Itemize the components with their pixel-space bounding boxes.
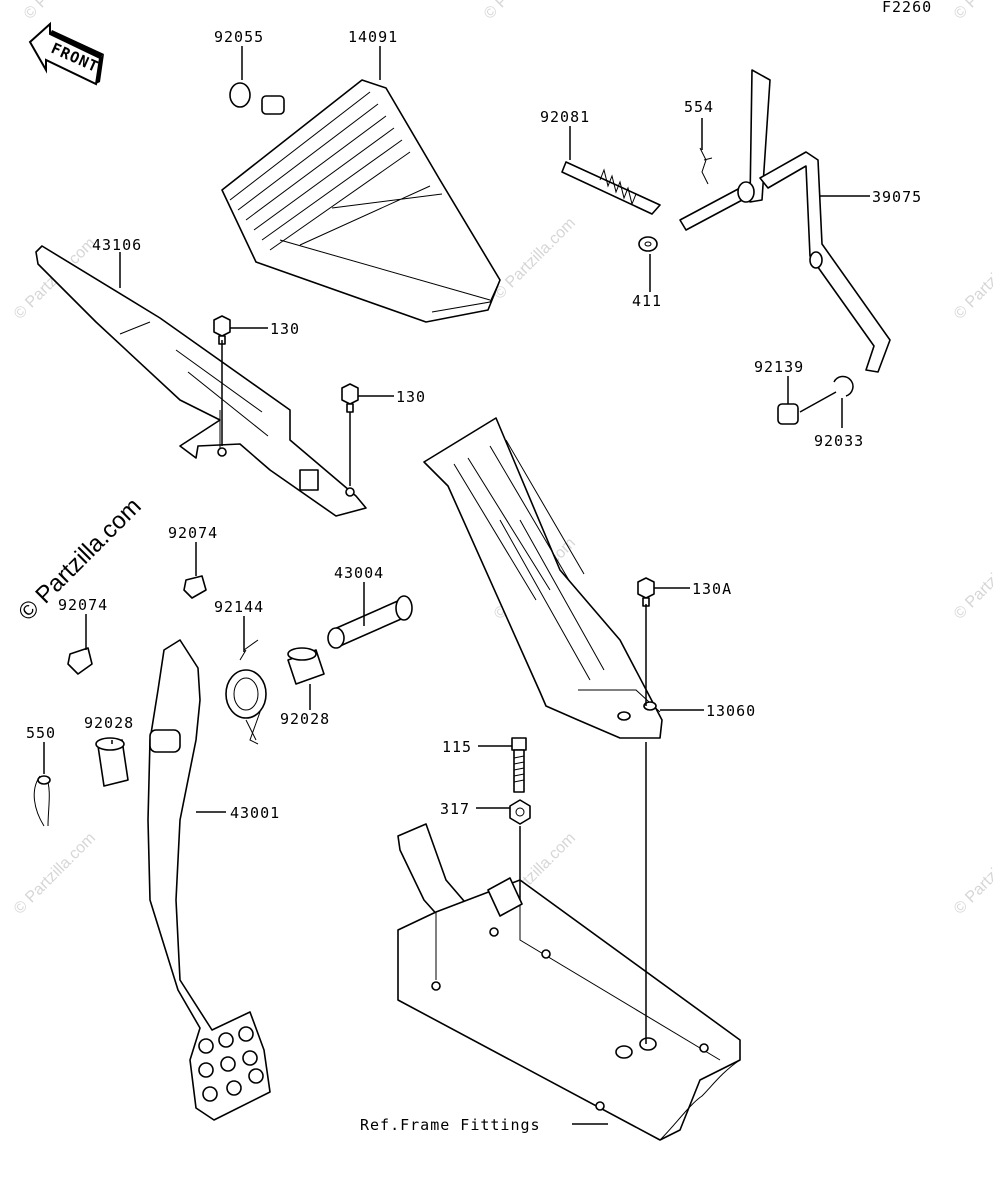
- bushing-92028-a: [287, 647, 325, 685]
- label-39075: 39075: [872, 188, 922, 206]
- label-130-b: 130: [396, 388, 426, 406]
- watermark: © Partzilla.com: [21, 0, 109, 23]
- hand-lever-43106: [35, 245, 367, 517]
- label-92055: 92055: [214, 28, 264, 46]
- label-115: 115: [442, 738, 472, 756]
- label-92139: 92139: [754, 358, 804, 376]
- label-14091: 14091: [348, 28, 398, 46]
- label-43004: 43004: [334, 564, 384, 582]
- o-ring-92055: [229, 82, 251, 108]
- grommet-92074-a: [183, 575, 207, 599]
- label-411: 411: [632, 292, 662, 310]
- label-92081: 92081: [540, 108, 590, 126]
- label-92144: 92144: [214, 598, 264, 616]
- bushing-92028-b: [95, 737, 129, 787]
- watermark: © Partzilla.com: [951, 535, 993, 623]
- label-13060: 13060: [706, 702, 756, 720]
- grommet-92074-b: [67, 647, 93, 675]
- bushing-92139: [777, 403, 799, 425]
- figure-code: F2260: [882, 0, 932, 16]
- pin-92081: [561, 161, 661, 215]
- watermark: © Partzilla.com: [491, 215, 579, 303]
- label-130-a: 130: [270, 320, 300, 338]
- bolt-130A: [637, 577, 655, 607]
- leader-lines: [43, 46, 870, 1125]
- part-labels: 92055 14091 92081 554 39075 411 43106 13…: [26, 28, 922, 1134]
- watermark: © Partzilla.com: [11, 830, 99, 918]
- pin-43004: [327, 595, 413, 649]
- brake-pedal-43001: [147, 639, 271, 1121]
- label-554: 554: [684, 98, 714, 116]
- label-130A: 130A: [692, 580, 732, 598]
- cotter-pin-550: [33, 775, 51, 827]
- label-550: 550: [26, 724, 56, 742]
- label-92028-b: 92028: [84, 714, 134, 732]
- label-43106: 43106: [92, 236, 142, 254]
- label-92074-b: 92074: [58, 596, 108, 614]
- washer-411: [638, 236, 658, 252]
- label-ref-frame-fittings: Ref.Frame Fittings: [360, 1116, 541, 1134]
- bolt-130-a: [213, 315, 231, 345]
- watermark: © Partzilla.com: [481, 0, 569, 23]
- front-arrow-icon: FRONT: [28, 21, 104, 86]
- bolt-130-b: [341, 383, 359, 413]
- watermark: © Partzilla.com: [951, 830, 993, 918]
- frame-fittings: [397, 823, 741, 1141]
- watermark: © Partzilla.com: [951, 0, 993, 23]
- nut-317: [509, 799, 531, 825]
- label-92033: 92033: [814, 432, 864, 450]
- clip-92033: [833, 375, 854, 397]
- label-43001: 43001: [230, 804, 280, 822]
- clip-554: [699, 147, 713, 185]
- label-92028-a: 92028: [280, 710, 330, 728]
- label-92074-a: 92074: [168, 524, 218, 542]
- lever-39075: [679, 69, 891, 373]
- spring-92144: [225, 639, 267, 745]
- pedal-13060: [423, 417, 663, 739]
- watermark: © Partzilla.com: [951, 235, 993, 323]
- boot-cover-14091: [221, 79, 501, 323]
- bolt-115: [511, 737, 527, 793]
- label-317: 317: [440, 800, 470, 818]
